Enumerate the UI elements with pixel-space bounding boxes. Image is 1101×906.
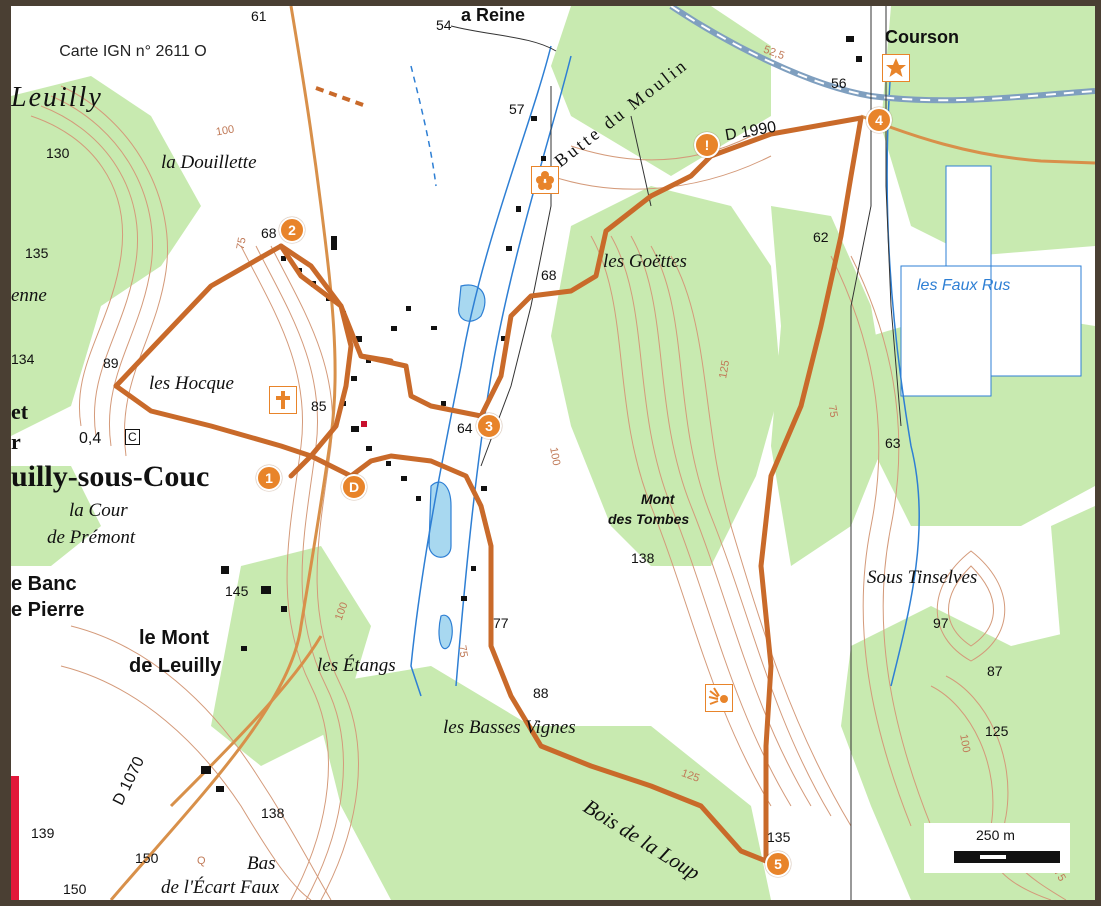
elevation-139: 139: [31, 825, 55, 841]
field-areas: [900, 165, 1082, 397]
boundary-strip: [11, 776, 19, 900]
place-pierre: e Pierre: [11, 599, 85, 621]
waypoint-2[interactable]: 2: [279, 217, 305, 243]
label-c-box: C: [125, 429, 140, 445]
elevation-57: 57: [509, 101, 525, 117]
elevation-62: 62: [813, 229, 829, 245]
elevation-89: 89: [103, 355, 119, 371]
place-leuilly: Leuilly: [11, 82, 103, 113]
contour-label-75-c: 75: [825, 404, 840, 419]
place-r: r: [11, 429, 21, 454]
waypoint-caution[interactable]: !: [694, 132, 720, 158]
map-reference-label: Carte IGN n° 2611 O: [59, 43, 207, 60]
place-de-premont: de Prémont: [47, 527, 136, 548]
place-enne: enne: [11, 285, 47, 306]
map-reference-box: Carte IGN n° 2611 O: [28, 32, 238, 72]
place-mont: Mont: [641, 491, 675, 507]
elevation-88: 88: [533, 685, 549, 701]
star-icon[interactable]: [882, 54, 910, 82]
elevation-125: 125: [985, 723, 1009, 739]
place-sous-tinselves: Sous Tinselves: [867, 567, 978, 588]
scale-ruler: [954, 851, 1060, 863]
waypoint-start[interactable]: D: [341, 474, 367, 500]
place-des-tombes: des Tombes: [608, 511, 690, 527]
elevation-54: 54: [436, 17, 452, 33]
contour-label-q: Q: [197, 855, 206, 867]
contour-label-75-b: 75: [455, 644, 470, 659]
place-leuilly-sous-coucy: uilly-sous-Couc: [11, 460, 210, 493]
elevation-68-village: 68: [261, 225, 277, 241]
place-les-hocq: les Hocque: [149, 373, 234, 394]
elevation-64: 64: [457, 420, 473, 436]
elevation-68: 68: [541, 267, 557, 283]
elevation-61: 61: [251, 8, 267, 24]
scale-bar: 250 m: [924, 823, 1070, 873]
place-de-leuilly: de Leuilly: [129, 655, 222, 677]
place-la-cour: la Cour: [69, 500, 128, 521]
elevation-135-south: 135: [767, 829, 791, 845]
elevation-63: 63: [885, 435, 901, 451]
place-les-goettes: les Goëttes: [603, 251, 687, 272]
place-et: et: [11, 399, 29, 424]
waypoint-1[interactable]: 1: [256, 465, 282, 491]
place-les-basses-vignes: les Basses Vignes: [443, 717, 576, 738]
place-le-mont: le Mont: [139, 627, 209, 649]
flower-icon[interactable]: [531, 166, 559, 194]
elevation-87: 87: [987, 663, 1003, 679]
elevation-138: 138: [261, 805, 285, 821]
place-banc: e Banc: [11, 573, 77, 595]
waypoint-5[interactable]: 5: [765, 851, 791, 877]
waypoint-3[interactable]: 3: [476, 413, 502, 439]
contour-label-75: 75: [234, 236, 249, 251]
label-zero-four: 0,4: [79, 430, 102, 447]
place-la-douillette: la Douillette: [161, 152, 257, 173]
elevation-134: 134: [11, 351, 35, 367]
waypoint-4[interactable]: 4: [866, 107, 892, 133]
place-bas: Bas: [247, 853, 276, 874]
hiking-route: [113, 115, 864, 864]
place-a-reine: a Reine: [461, 6, 526, 25]
place-les-etangs: les Étangs: [317, 655, 396, 676]
viewpoint-icon[interactable]: [705, 684, 733, 712]
contour-label-100-d: 100: [957, 733, 973, 754]
elevation-150-east: 150: [135, 850, 159, 866]
elevation-138-mont: 138: [631, 550, 655, 566]
contour-label-100-c: 100: [547, 446, 563, 467]
water-features: [428, 284, 486, 650]
elevation-135: 135: [25, 245, 49, 261]
streams: [410, 45, 921, 697]
elevation-130: 130: [46, 145, 70, 161]
dashed-track: [315, 86, 367, 108]
elevation-145: 145: [225, 583, 249, 599]
elevation-85: 85: [311, 398, 327, 414]
elevation-56: 56: [831, 75, 847, 91]
place-les-faux-rus: les Faux Rus: [917, 277, 1011, 294]
elevation-77: 77: [493, 615, 509, 631]
elevation-150: 150: [63, 881, 87, 897]
place-de-lecart-faux: de l'Écart Faux: [161, 877, 280, 898]
scale-label: 250 m: [976, 827, 1015, 843]
elevation-97: 97: [933, 615, 949, 631]
place-courson: Courson: [885, 27, 959, 47]
church-icon[interactable]: [269, 386, 297, 414]
topographic-map[interactable]: Carte IGN n° 2611 O Leuilly la Douillett…: [11, 6, 1095, 900]
